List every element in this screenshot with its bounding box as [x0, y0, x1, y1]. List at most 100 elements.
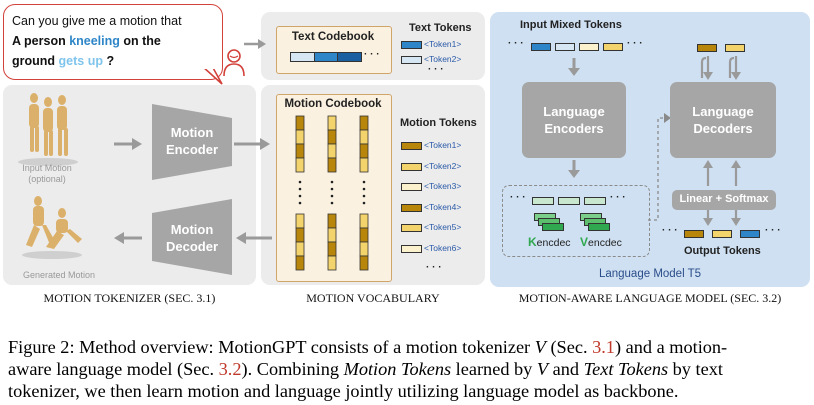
- codebook-cell: [359, 255, 369, 271]
- output-tokens-title: Output Tokens: [684, 245, 761, 257]
- caption-cal-v-2: V: [536, 359, 549, 379]
- input-tokens-dots-right: · · ·: [627, 38, 643, 49]
- input-tokens-dots: · · ·: [508, 38, 524, 49]
- arrow-kv-to-decoders: [648, 113, 671, 221]
- kv-token-1: [532, 197, 554, 205]
- motion-token-swatch: [401, 244, 422, 253]
- language-model-t5-label: Language Model T5: [598, 268, 702, 280]
- figure-caption: Figure 2: Method overview: MotionGPT con…: [8, 336, 808, 402]
- output-token-2: [712, 230, 732, 238]
- codebook-cell: [327, 227, 337, 243]
- codebook-dot: [362, 201, 366, 205]
- motion-codebook-title: Motion Codebook: [284, 98, 382, 110]
- caption-line2-mid: ). Combining: [241, 359, 344, 379]
- codebook-cell: [359, 143, 369, 159]
- kv-token-2: [558, 197, 580, 205]
- motion-token-label: <Token1>: [424, 140, 462, 150]
- decoder-feedback-arrows-top: [700, 56, 741, 80]
- motion-decoder-label: Motion Decoder: [152, 221, 232, 255]
- input-motion-figures: [18, 93, 78, 166]
- v-subscript: encdec: [588, 237, 622, 249]
- generated-motion-label: Generated Motion: [22, 270, 96, 280]
- input-token-4: [603, 43, 623, 51]
- language-decoders-line2: Decoders: [693, 121, 753, 136]
- codebook-dot: [330, 187, 334, 191]
- k-letter: K: [528, 235, 537, 249]
- v-stack-3: [588, 223, 610, 231]
- speech-bubble: [3, 4, 223, 80]
- section-label-language-model: MOTION-AWARE LANGUAGE MODEL (SEC. 3.2): [518, 291, 782, 305]
- text-token-2-label: <Token2>: [424, 54, 462, 64]
- codebook-cell: [359, 157, 369, 173]
- text-token-2-swatch: [401, 56, 422, 64]
- codebook-cell: [295, 115, 305, 131]
- motion-codebook-columns: [295, 115, 369, 271]
- input-mixed-tokens-title: Input Mixed Tokens: [520, 19, 622, 31]
- codebook-cell: [295, 213, 305, 229]
- text-codebook-ellipsis: · · ·: [364, 49, 380, 60]
- caption-by-text: by text: [668, 359, 723, 379]
- codebook-cell: [295, 241, 305, 257]
- linear-softmax-label: Linear + Softmax: [679, 193, 769, 205]
- codebook-cell: [295, 129, 305, 145]
- language-decoders-label: Language Decoders: [670, 103, 776, 137]
- input-motion-label-line1: Input Motion: [22, 163, 72, 173]
- arrow-codebook-to-decoder: [236, 232, 272, 244]
- caption-line-3: tokenizer, we then learn motion and lang…: [8, 381, 679, 401]
- v-encdec-label: Vencdec: [580, 235, 622, 249]
- codebook-dot: [298, 201, 302, 205]
- codebook-cell: [327, 241, 337, 257]
- codebook-cell: [295, 143, 305, 159]
- kv-dots-right: · · ·: [610, 192, 626, 203]
- v-letter: V: [580, 235, 589, 249]
- output-tokens-dots-right: · · ·: [765, 225, 781, 236]
- codebook-cell: [295, 157, 305, 173]
- caption-ref-3-2[interactable]: 3.2: [218, 359, 242, 379]
- kv-token-3: [584, 197, 606, 205]
- text-tokens-more: · · ·: [428, 64, 444, 75]
- codebook-cell: [295, 227, 305, 243]
- arrow-encoders-to-kv: [568, 160, 580, 178]
- caption-sec-a-post: ) and a motion-: [614, 337, 728, 357]
- text-tokens-title: Text Tokens: [409, 22, 472, 34]
- motion-token-label: <Token3>: [424, 181, 462, 191]
- caption-figure-text: Figure 2: Method overview: MotionGPT con…: [8, 337, 535, 357]
- decoder-input-token-1: [697, 44, 717, 52]
- output-tokens-dots: · · ·: [662, 225, 678, 236]
- codebook-cell: [327, 143, 337, 159]
- motion-encoder-line2: Encoder: [165, 142, 218, 157]
- codebook-dot: [298, 187, 302, 191]
- codebook-cell: [327, 115, 337, 131]
- codebook-dot: [330, 180, 334, 184]
- codebook-cell: [359, 213, 369, 229]
- arrow-input-to-encoders: [568, 58, 580, 76]
- codebook-cell: [327, 157, 337, 173]
- text-codebook-strip: [290, 52, 362, 62]
- person-icon: [223, 49, 245, 77]
- motion-decoder-line1: Motion: [170, 222, 214, 237]
- bubble-line-3a: ground: [12, 54, 59, 68]
- language-decoders-block: [670, 82, 776, 158]
- language-encoders-line1: Language: [543, 104, 605, 119]
- codebook-dot: [298, 180, 302, 184]
- codebook-dot: [298, 194, 302, 198]
- bubble-text: Can you give me a motion that A person k…: [12, 11, 182, 71]
- codebook-cell: [359, 241, 369, 257]
- motion-tokens-more: · · ·: [426, 262, 442, 273]
- codebook-dot: [330, 194, 334, 198]
- motion-token-swatch: [401, 203, 422, 212]
- decoder-input-token-2: [725, 44, 745, 52]
- text-token-1-label: <Token1>: [424, 39, 462, 49]
- input-token-1: [531, 43, 551, 51]
- motion-token-swatch: [401, 224, 422, 232]
- arrow-bubble-to-codebook: [244, 39, 266, 49]
- arrow-input-to-encoder: [114, 138, 142, 150]
- codebook-cell: [359, 227, 369, 243]
- bubble-keyword-kneeling: kneeling: [69, 34, 120, 48]
- caption-line-1: Figure 2: Method overview: MotionGPT con…: [8, 336, 808, 358]
- text-token-1-swatch: [401, 41, 422, 49]
- bubble-keyword-gets-up: gets up: [58, 54, 103, 68]
- caption-ref-3-1[interactable]: 3.1: [592, 337, 615, 357]
- caption-cal-v-1: V: [534, 337, 546, 357]
- codebook-cell: [295, 255, 305, 271]
